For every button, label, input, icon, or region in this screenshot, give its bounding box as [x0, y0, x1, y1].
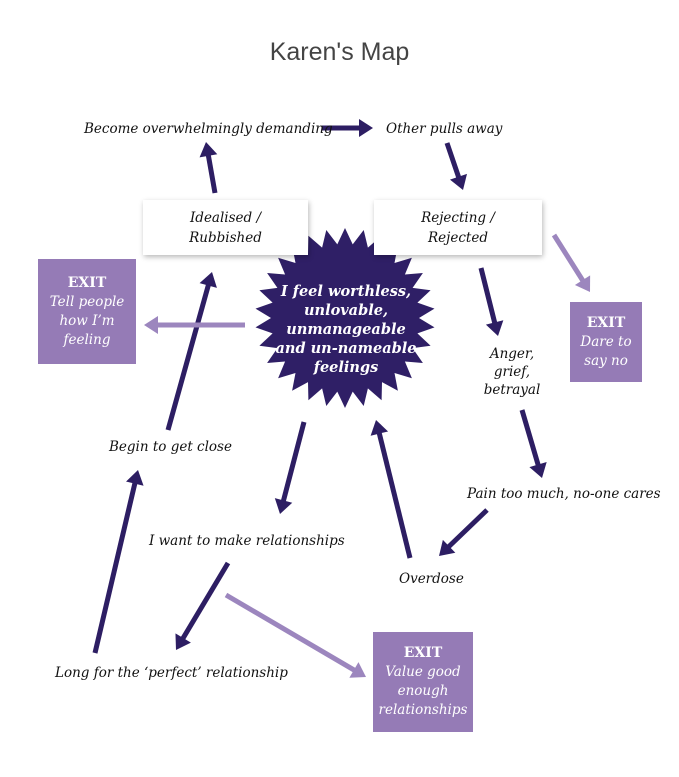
node-line: Rubbished — [189, 229, 262, 246]
node-line: grief, — [493, 364, 531, 380]
arrow-to-other-pulls-away — [322, 119, 373, 137]
exit-heading: EXIT — [586, 314, 626, 331]
arrow-shaft — [180, 561, 231, 641]
node-line: Rejecting / — [421, 209, 495, 226]
arrow-to-exit-value-good — [224, 592, 366, 678]
node-become-demanding: Become overwhelmingly demanding — [84, 121, 333, 137]
arrow-shaft — [551, 233, 586, 283]
arrow-shaft — [224, 592, 357, 673]
arrow-to-anger — [478, 267, 504, 336]
arrow-want-to-long — [175, 561, 231, 650]
arrow-to-exit-tell-people — [144, 316, 245, 334]
node-anger-grief-betrayal: Anger, grief, betrayal — [478, 345, 546, 399]
arrow-shaft — [165, 283, 211, 431]
arrow-shaft — [280, 421, 307, 503]
arrow-head — [144, 316, 158, 334]
arrow-shaft — [92, 482, 138, 654]
arrow-long-to-begin — [92, 470, 144, 654]
arrow-shaft — [444, 142, 462, 179]
node-line: Anger, — [489, 346, 535, 362]
arrow-center-to-want — [274, 421, 307, 514]
node-idealised-rubbished: Idealised / Rubbished — [143, 200, 308, 255]
node-line: betrayal — [483, 382, 541, 398]
arrow-head — [274, 498, 293, 514]
exit-line: relationships — [378, 702, 468, 718]
arrow-shaft — [446, 508, 489, 549]
exit-line: how I’m — [59, 312, 115, 329]
node-line: Idealised / — [189, 209, 262, 226]
exit-line: Value good — [385, 664, 461, 680]
arrow-head — [439, 539, 456, 556]
node-begin-to-get-close: Begin to get close — [109, 439, 232, 455]
arrow-head — [175, 633, 191, 650]
node-want-relationships: I want to make relationships — [149, 533, 345, 549]
arrow-head — [574, 275, 591, 292]
arrow-shaft — [519, 409, 541, 467]
exit-line: Dare to — [580, 333, 632, 350]
arrow-overdose-to-center — [370, 420, 413, 559]
center-line: unlovable, — [303, 302, 388, 319]
center-feeling-text: I feel worthless, unlovable, unmanageabl… — [252, 282, 440, 377]
diagram-title: Karen's Map — [269, 38, 410, 66]
node-pain-too-much: Pain too much, no-one cares — [467, 486, 661, 502]
arrow-shaft — [376, 432, 413, 559]
arrow-head — [199, 142, 218, 158]
arrow-head — [485, 320, 504, 336]
exit-line: say no — [584, 352, 628, 369]
center-line: and un-nameable — [275, 340, 417, 357]
arrow-to-become-demanding — [199, 142, 218, 194]
exit-dare-to-say-no: EXIT Dare to say no — [570, 302, 642, 382]
arrow-head — [199, 272, 217, 288]
arrow-to-overdose — [439, 508, 489, 556]
center-line: feelings — [313, 359, 379, 376]
exit-tell-people: EXIT Tell people how I’m feeling — [38, 259, 136, 364]
center-line: I feel worthless, — [280, 283, 412, 300]
arrow-begin-to-idealised — [165, 272, 217, 431]
exit-heading: EXIT — [403, 645, 443, 661]
arrow-head — [449, 173, 468, 190]
arrow-head — [349, 662, 366, 678]
exit-line: enough — [397, 683, 449, 699]
arrow-shaft — [205, 154, 218, 194]
exit-heading: EXIT — [67, 274, 107, 291]
node-rejecting-rejected: Rejecting / Rejected — [374, 200, 542, 255]
arrow-to-rejecting — [444, 142, 468, 190]
arrow-head — [529, 462, 547, 478]
node-long-for-perfect: Long for the ‘perfect’ relationship — [55, 665, 288, 681]
exit-line: feeling — [63, 331, 111, 348]
arrow-to-pain — [519, 409, 547, 478]
node-overdose: Overdose — [399, 571, 464, 587]
arrow-to-exit-dare-no — [551, 233, 591, 292]
center-line: unmanageable — [286, 321, 406, 338]
arrow-head — [370, 420, 389, 436]
arrow-shaft — [478, 267, 498, 324]
exit-value-good-enough: EXIT Value good enough relationships — [373, 632, 473, 732]
node-other-pulls-away: Other pulls away — [386, 121, 503, 137]
exit-line: Tell people — [49, 293, 125, 310]
arrow-head — [126, 470, 144, 486]
center-starburst — [255, 228, 435, 408]
node-line: Rejected — [428, 229, 488, 246]
arrow-head — [359, 119, 373, 137]
